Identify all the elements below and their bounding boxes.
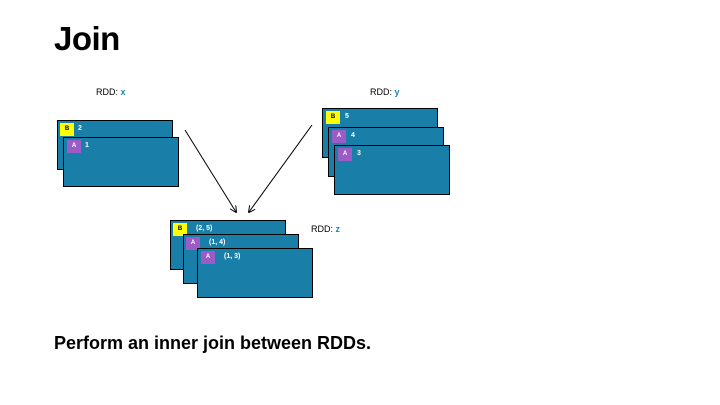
rdd-y-value-3: 3 (357, 150, 361, 157)
rdd-x-value-2: 1 (85, 142, 89, 149)
rdd-y-key-3: A (338, 148, 352, 161)
rdd-z-partition-3: A (1, 3) (197, 248, 313, 298)
rdd-x-name: x (120, 87, 126, 97)
rdd-x-label-prefix: RDD: (96, 87, 121, 97)
rdd-x-value-1: 2 (78, 125, 82, 132)
rdd-z-label: RDD: z (311, 224, 340, 234)
rdd-y-key-2: A (332, 130, 346, 143)
rdd-z-value-1: (2, 5) (196, 225, 213, 232)
rdd-y-value-2: 4 (351, 132, 355, 139)
arrow-x-to-z (184, 129, 236, 212)
rdd-x-label: RDD: x (96, 87, 126, 97)
rdd-z-name: z (335, 224, 341, 234)
arrow-y-to-z (249, 124, 313, 212)
rdd-x-partition-2: A 1 (63, 137, 179, 187)
rdd-y-partition-3: A 3 (334, 145, 450, 195)
rdd-z-label-prefix: RDD: (311, 224, 336, 234)
rdd-z-key-2: A (186, 237, 200, 250)
rdd-z-key-3: A (201, 251, 215, 264)
rdd-y-name: y (394, 87, 400, 97)
slide-subtitle: Perform an inner join between RDDs. (54, 333, 372, 353)
rdd-z-key-1: B (173, 223, 187, 236)
rdd-y-label-prefix: RDD: (370, 87, 395, 97)
slide-title: Join (54, 20, 120, 57)
rdd-z-value-2: (1, 4) (209, 239, 226, 246)
rdd-y-key-1: B (326, 111, 340, 124)
rdd-x-key-2: A (67, 140, 81, 153)
rdd-z-value-3: (1, 3) (224, 253, 241, 260)
rdd-y-value-1: 5 (345, 113, 349, 120)
rdd-y-label: RDD: y (370, 87, 400, 97)
rdd-x-key-1: B (60, 123, 74, 136)
